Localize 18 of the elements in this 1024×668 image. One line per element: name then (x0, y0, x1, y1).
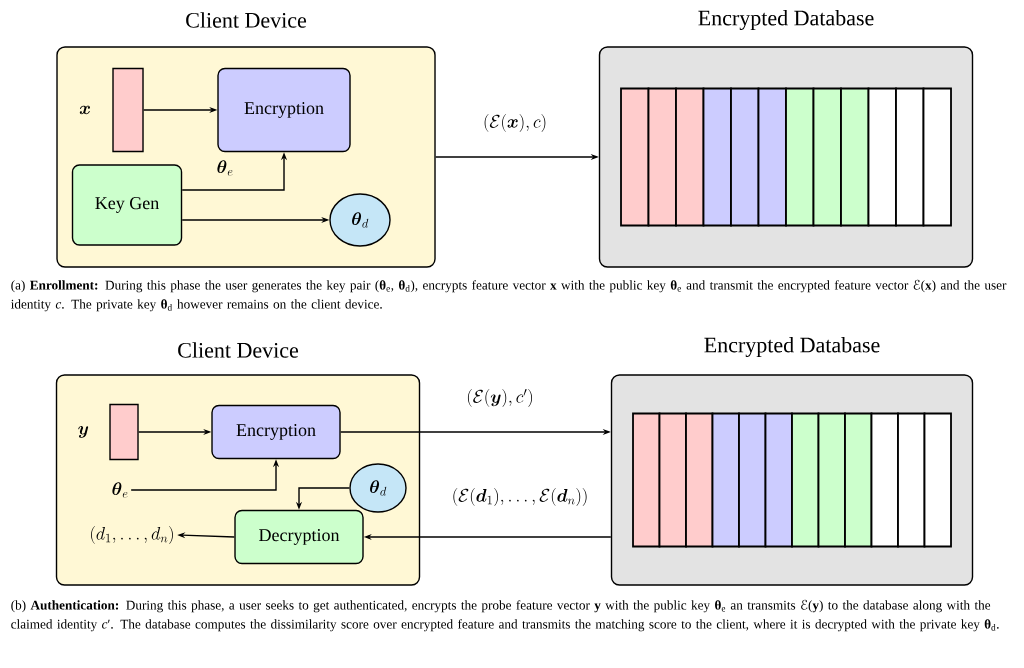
math-text: $\boldsymbol{\theta}_e$ (112, 482, 128, 498)
vector-label: $\boldsymbol{y}$ (78, 426, 89, 438)
edge-label: $(\mathcal{E}(\boldsymbol{d}_1), \ldots, \mathcal{E}(\boldsymbol{d}_n))$ (449, 486, 591, 508)
vector-label: $\boldsymbol{x}$ (79, 105, 90, 115)
caption-text: (a) Enrollment: During this phase the user generates the key pair (θ$_{e}$, θ$_{d}$), encrypts feature vector x with the public key θ$_{e}$ and transmit the encrypted feature vector ℰ(x) and the user identity c. The private key θ$_{d}$ however remains on the client device. (11, 279, 1007, 312)
edge-label: $(\mathcal{E}(\boldsymbol{y}), c')$ (464, 387, 536, 409)
process-box: Key Gen (71, 164, 183, 246)
caption-text: (b) Authentication: During this phase, a user seeks to get authenticated, encrypts the probe feature vector y with the public key θ$_{e}$ an transmits ℰ(y) to the database along with the claimed identity c′. The database computes the dissimilarity score over encrypted feature and transmits the matching score to the client, where it is decrypted with the private key θ$_{d}$. (11, 599, 999, 632)
panel-title: Encrypted Database (698, 10, 874, 30)
process-box: Encryption (217, 67, 351, 153)
panel-title: Client Device (178, 342, 299, 358)
math-text: $(d_1, \ldots, d_n)$ (91, 526, 173, 544)
edge-label: $\boldsymbol{\theta}_e$ (214, 158, 236, 178)
process-box: Decryption (234, 509, 364, 565)
process-box: Encryption (211, 404, 341, 460)
edge-label: $(\mathcal{E}(\boldsymbol{x}), c)$ (481, 112, 549, 134)
panel-title: Encrypted Database (704, 337, 880, 357)
panel-title: Client Device (186, 12, 307, 28)
